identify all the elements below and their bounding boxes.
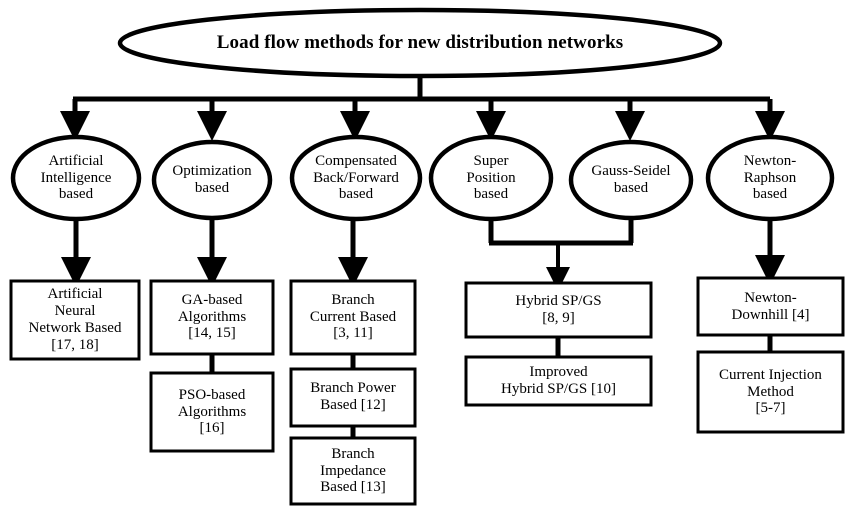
box-ann-line4: [17, 18] <box>51 336 99 353</box>
box-pso-line3: [16] <box>199 420 225 437</box>
ellipse-newton-raphson-line2: Raphson <box>743 169 797 186</box>
box-downhill-line2: Downhill [4] <box>731 307 810 323</box>
ellipse-ai-line1: Artificial <box>48 152 104 169</box>
box-branch-current <box>289 279 417 356</box>
box-pso-line2: Algorithms <box>177 403 247 420</box>
box-label-branch-current: Branch Current Based [3, 11] <box>291 284 415 350</box>
box-downhill-line1: Newton- <box>744 290 797 307</box>
box-branch-impedance <box>289 436 417 506</box>
box-hybrid-line1: Hybrid SP/GS <box>515 293 602 310</box>
box-ann-line3: Network Based <box>28 320 122 336</box>
box-ga-line2: Algorithms <box>177 308 247 325</box>
box-branch-impedance-line3: Based [13] <box>320 479 386 496</box>
box-branch-impedance-line1: Branch <box>331 445 375 462</box>
box-branch-impedance-line2: Impedance <box>320 462 386 479</box>
ellipse-optimization-line1: Optimization <box>172 163 252 180</box>
box-label-current-injection: Current Injection Method [5-7] <box>698 356 843 428</box>
box-pso-line1: PSO-based <box>178 386 246 403</box>
box-ann <box>9 279 141 361</box>
ellipse-optimization-line2: based <box>194 180 230 196</box>
box-label-branch-power: Branch Power Based [12] <box>291 372 415 422</box>
box-improved-hybrid-sp-gs <box>464 355 653 407</box>
box-injection-line3: [5-7] <box>755 400 786 417</box>
box-branch-power-line2: Based [12] <box>320 397 386 413</box>
box-improved-line2: Hybrid SP/GS [10] <box>500 381 616 397</box>
box-ann-line2: Neural <box>54 303 96 320</box>
ellipse-compensated <box>289 134 423 222</box>
box-ga-line3: [14, 15] <box>188 325 236 342</box>
box-label-ga: GA-based Algorithms [14, 15] <box>151 284 273 350</box>
ellipse-superposition-line3: based <box>473 186 509 203</box>
box-label-improved-hybrid-sp-gs: Improved Hybrid SP/GS [10] <box>466 360 651 402</box>
box-label-ann: Artificial Neural Network Based [17, 18] <box>11 285 139 355</box>
box-label-hybrid-sp-gs: Hybrid SP/GS [8, 9] <box>466 287 651 333</box>
box-ga-line1: GA-based <box>181 291 243 308</box>
box-label-pso: PSO-based Algorithms [16] <box>151 378 273 446</box>
box-current-injection <box>696 350 845 434</box>
box-hybrid-line2: [8, 9] <box>542 310 575 326</box>
ellipse-compensated-line1: Compensated <box>315 152 397 169</box>
box-label-newton-downhill: Newton- Downhill [4] <box>698 282 843 332</box>
box-label-branch-impedance: Branch Impedance Based [13] <box>291 441 415 501</box>
root-label: Load flow methods for new distribution n… <box>216 32 624 54</box>
box-branch-power <box>289 367 417 428</box>
ellipse-label-newton-raphson: Newton- Raphson based <box>711 150 829 206</box>
ellipse-superposition-line1: Super <box>473 152 509 169</box>
box-branch-power-line1: Branch Power <box>310 380 396 397</box>
box-ga <box>149 279 275 356</box>
ellipse-label-optimization: Optimization based <box>154 160 270 200</box>
box-ann-line1: Artificial <box>47 286 103 303</box>
ellipse-newton-raphson-line3: based <box>752 186 788 203</box>
box-pso <box>149 371 275 453</box>
ellipse-superposition-line2: Position <box>466 169 516 186</box>
ellipse-label-ai: Artificial Intelligence based <box>16 150 136 206</box>
box-injection-line1: Current Injection <box>719 366 822 383</box>
ellipse-compensated-line3: based <box>338 186 374 203</box>
ellipse-label-gauss-seidel: Gauss-Seidel based <box>573 160 689 200</box>
ellipse-compensated-line2: Back/Forward <box>313 169 399 186</box>
box-newton-downhill <box>696 276 845 337</box>
box-improved-line1: Improved <box>529 364 588 381</box>
box-injection-line2: Method <box>747 383 794 400</box>
box-branch-current-line1: Branch <box>331 291 375 308</box>
ellipse-label-compensated: Compensated Back/Forward based <box>294 150 418 206</box>
ellipse-gauss-seidel-line2: based <box>613 180 649 196</box>
ellipse-label-superposition: Super Position based <box>433 150 549 206</box>
ellipse-ai-line3: based <box>58 186 94 203</box>
box-branch-current-line3: [3, 11] <box>333 325 373 342</box>
ellipse-gauss-seidel-line1: Gauss-Seidel <box>591 163 671 180</box>
ellipse-ai-line2: Intelligence <box>40 169 112 186</box>
box-branch-current-line2: Current Based <box>309 308 397 325</box>
ellipse-newton-raphson-line1: Newton- <box>743 152 797 169</box>
